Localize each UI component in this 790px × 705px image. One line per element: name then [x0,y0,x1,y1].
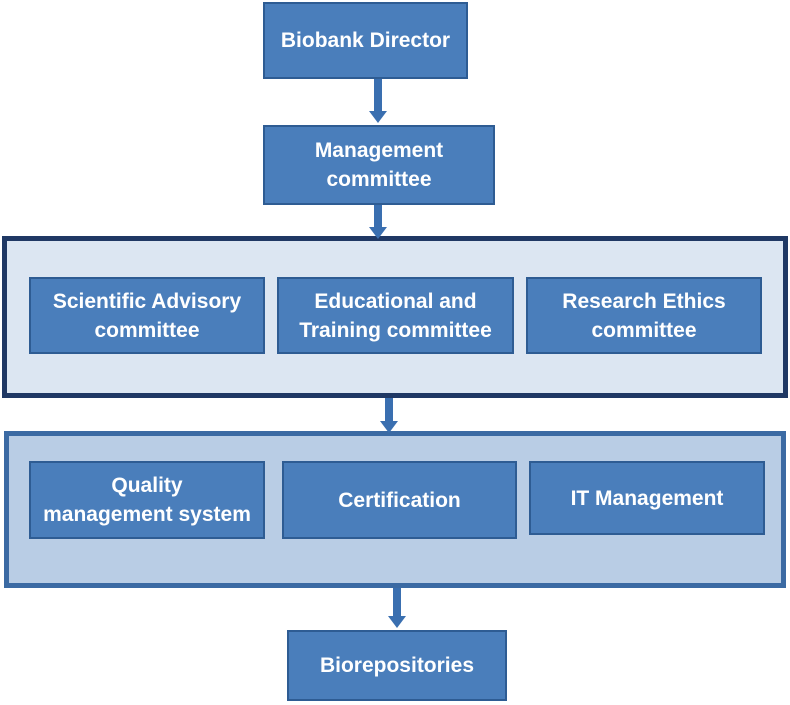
educational-training-committee-box: Educational and Training committee [277,277,514,354]
biobank-director-box: Biobank Director [263,2,468,79]
arrow-director-to-management [369,79,387,123]
arrow-management-to-committees [369,205,387,239]
scientific-advisory-committee-box: Scientific Advisory committee [29,277,265,354]
research-ethics-committee-box: Research Ethics committee [526,277,762,354]
management-committee-box: Management committee [263,125,495,205]
arrow-committees-to-services [380,398,398,433]
certification-box: Certification [282,461,517,539]
quality-management-system-box: Quality management system [29,461,265,539]
arrow-services-to-biorepositories [388,588,406,628]
biorepositories-box: Biorepositories [287,630,507,701]
it-management-box: IT Management [529,461,765,535]
